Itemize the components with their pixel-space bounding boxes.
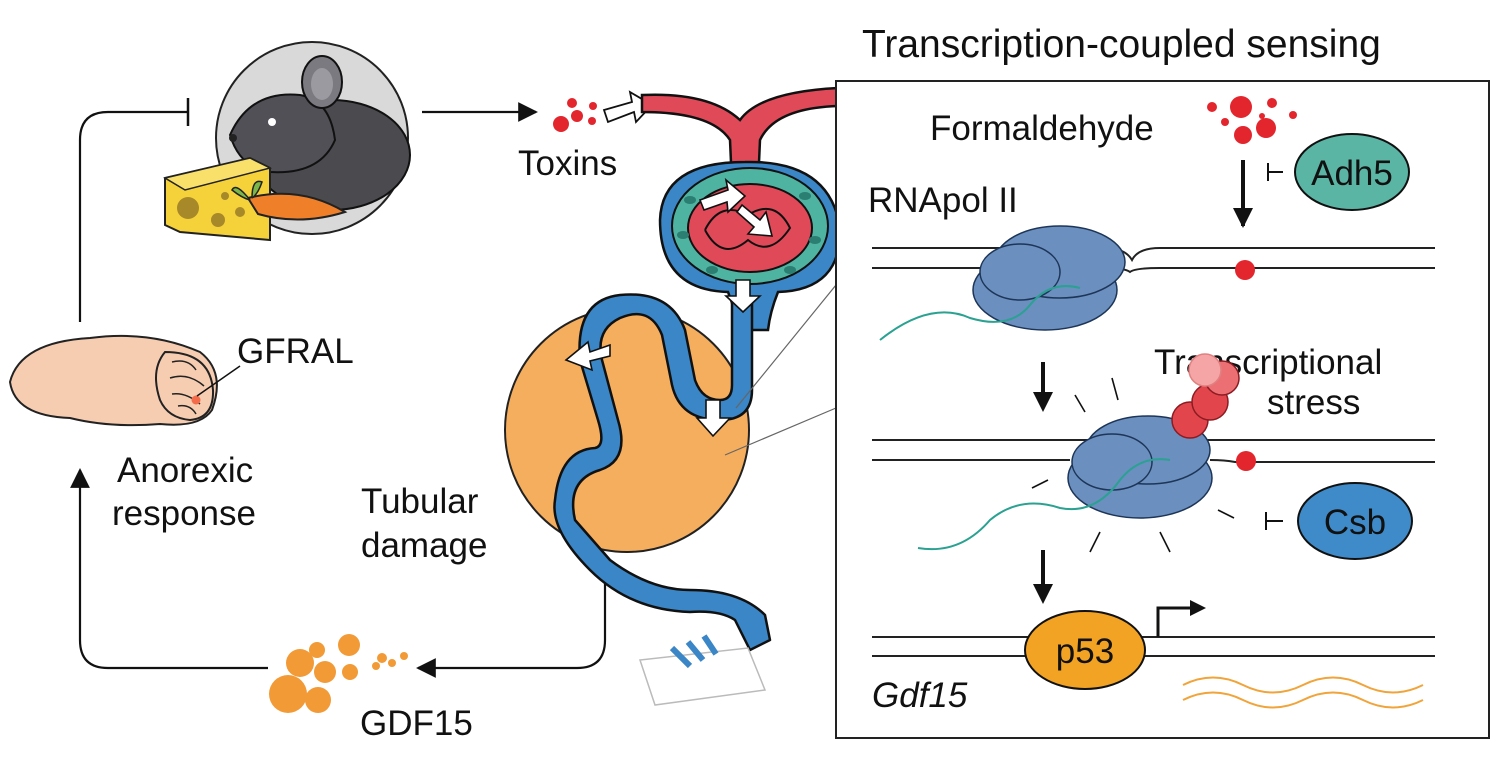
gene-label: Gdf15 — [872, 676, 968, 715]
arrowhead-step-1 — [1033, 392, 1053, 412]
arrow-gdf15-to-brain — [70, 468, 268, 670]
csb-label: Csb — [1324, 503, 1386, 542]
kidney-nephron-icon — [504, 86, 842, 706]
mrna-wave-2 — [1182, 691, 1424, 709]
p53-protein — [1024, 610, 1146, 690]
brain-icon — [8, 334, 218, 427]
toxin-dots — [553, 98, 597, 132]
stress-lines — [1031, 377, 1235, 553]
transcription-start-arrowhead — [1190, 600, 1206, 616]
formaldehyde-label: Formaldehyde — [930, 109, 1154, 148]
gdf15-dots — [269, 634, 408, 713]
arrow-tubular-to-gdf15 — [416, 555, 607, 678]
panel-title: Transcription-coupled sensing — [862, 23, 1381, 66]
stalled-beads — [1171, 353, 1240, 439]
stress-label-1: Transcriptional — [1154, 343, 1382, 382]
formaldehyde-dots — [1207, 96, 1297, 144]
arrowhead-step-2 — [1033, 584, 1053, 604]
transcript-1 — [879, 285, 1081, 341]
dna-lesion-1 — [1235, 260, 1255, 280]
csb-protein — [1297, 482, 1413, 560]
stress-label-2: stress — [1267, 383, 1360, 422]
carrot-icon — [231, 180, 348, 221]
mrna-wave-1 — [1182, 676, 1424, 694]
adh5-label: Adh5 — [1311, 154, 1393, 193]
anorexic-label-2: response — [112, 494, 256, 533]
transcription-start-arrow — [1156, 606, 1200, 637]
gfral-pointer — [196, 365, 241, 397]
gfral-label: GFRAL — [237, 332, 354, 371]
arrowhead-formaldehyde — [1233, 208, 1253, 228]
inhibition-loop-line — [78, 110, 188, 322]
zoom-line-upper — [735, 284, 837, 409]
toxins-label: Toxins — [518, 144, 617, 183]
p53-label: p53 — [1056, 632, 1114, 671]
gfral-site — [191, 395, 201, 405]
cheese-icon — [163, 156, 273, 242]
rnapol-complex-1 — [972, 225, 1126, 331]
gdf15-label: GDF15 — [360, 704, 473, 743]
dna-strand-3 — [872, 636, 1435, 657]
zoom-line-lower — [724, 407, 837, 456]
dna-lesion-2 — [1236, 451, 1256, 471]
transcript-2 — [917, 458, 1171, 551]
anorexic-label-1: Anorexic — [117, 451, 253, 490]
tubular-damage-label-2: damage — [361, 526, 487, 565]
rnapol-label: RNApol II — [868, 181, 1018, 220]
adh5-enzyme — [1294, 133, 1410, 211]
toxin-entry-arrow — [602, 90, 654, 124]
tubular-damage-label-1: Tubular — [361, 482, 479, 521]
